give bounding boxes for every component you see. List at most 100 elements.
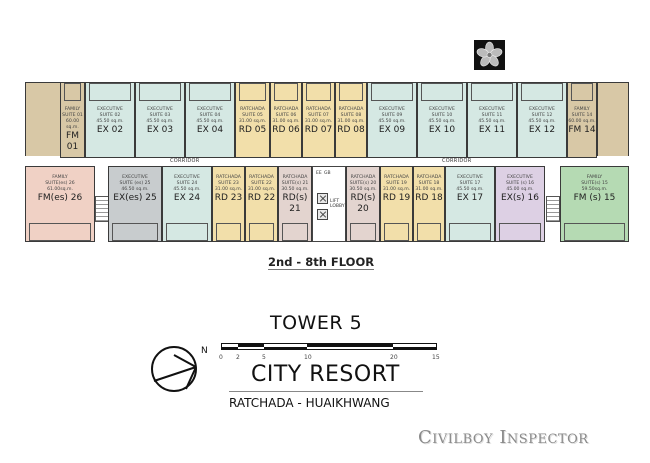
unit-rd-19: RATCHADA SUITE 19 31.00 sq.m. RD 19 [380, 166, 413, 242]
unit-type: RATCHADA [240, 107, 265, 112]
bathroom [571, 83, 593, 101]
unit-suite: SUITE 14 [571, 113, 593, 118]
unit-ex-12: EXECUTIVE SUITE 12 45.50 sq.m. EX 12 [517, 82, 567, 158]
unit-type: EXECUTIVE [457, 175, 483, 180]
unit-code: EX(s) 16 [501, 193, 539, 203]
scale-tick: 20 [390, 354, 398, 361]
unit-suite: SUITE 11 [481, 113, 503, 118]
stairs-right [546, 196, 560, 222]
bathroom [564, 223, 625, 241]
unit-code: EX 09 [378, 125, 406, 135]
bathroom [499, 223, 541, 241]
unit-area: 45.50 sq.m. [456, 187, 484, 192]
flower-logo [474, 40, 505, 70]
unit-type: RATCHADA [384, 175, 409, 180]
ee-room-label: EE [316, 171, 322, 176]
bathroom [384, 223, 409, 241]
bathroom [29, 223, 91, 241]
unit-code: RD 08 [337, 125, 365, 135]
unit-type: RATCHADA [216, 175, 241, 180]
bathroom [64, 83, 81, 101]
unit-area: 30.50 sq.m. [349, 187, 377, 192]
lift-core: EE GB LIFT LOBBY [312, 166, 346, 242]
project-name: CITY RESORT [251, 362, 400, 387]
scale-tick: 5 [262, 354, 266, 361]
bathroom [166, 223, 208, 241]
unit-area: 45.50 sq.m. [528, 119, 556, 124]
location-label: RATCHADA - HUAIKHWANG [229, 396, 390, 410]
unit-area: 31.00 sq.m. [238, 119, 267, 124]
unit-suite: SUITE(s) 21 [281, 181, 309, 186]
unit-type: FAMILY [64, 107, 81, 112]
bathroom [216, 223, 241, 241]
unit-suite: SUITE 17 [459, 181, 481, 186]
bathroom [139, 83, 181, 101]
unit-code: EX 17 [456, 193, 484, 203]
unit-type: EXECUTIVE [479, 107, 505, 112]
unit-area: 31.00 sq.m. [247, 187, 276, 192]
unit-fm-s-15: FAMILY SUITE(s) 15 59.50sq.m. FM (s) 15 [560, 166, 629, 242]
unit-code: RD 06 [272, 125, 300, 135]
unit-area: 45.50 sq.m. [96, 119, 124, 124]
unit-type: FAMILY [574, 107, 590, 112]
unit-code: FM(es) 26 [37, 193, 83, 203]
unit-area: 45.50 sq.m. [196, 119, 224, 124]
unit-type: EXECUTIVE [97, 107, 123, 112]
unit-rd-22: RATCHADA SUITE 22 31.00 sq.m. RD 22 [245, 166, 278, 242]
left-service-block [25, 82, 61, 158]
unit-ex-04: EXECUTIVE SUITE 04 45.50 sq.m. EX 04 [185, 82, 235, 158]
bathroom [421, 83, 463, 101]
unit-code: RD 23 [214, 193, 243, 203]
unit-ex-es-25: EXECUTIVE SUITE (es) 25 46.50 sq.m. EX(e… [108, 166, 162, 242]
unit-rd-s-20: RATCHADA SUITE(s) 20 30.50 sq.m. RD(s) 2… [346, 166, 380, 242]
unit-type: EXECUTIVE [529, 107, 555, 112]
unit-code: FM (s) 15 [573, 193, 616, 203]
unit-ex-24: EXECUTIVE SUITE 24 45.50 sq.m. EX 24 [162, 166, 212, 242]
unit-type: RATCHADA [273, 107, 299, 112]
unit-code: RD(s) 20 [350, 193, 376, 214]
unit-area: 45.50 sq.m. [378, 119, 406, 124]
unit-suite: SUITE 06 [275, 113, 297, 118]
unit-suite: SUITE 10 [431, 113, 453, 118]
unit-code: RD 18 [415, 193, 443, 203]
unit-type: FAMILY [52, 175, 68, 180]
unit-area: 45.00 sq.m. [506, 187, 534, 192]
unit-rd-08: RATCHADA SUITE 08 31.00 sq.m. RD 08 [335, 82, 367, 158]
lift-lobby-label: LIFT LOBBY [330, 199, 345, 209]
unit-fm-14: FAMILY SUITE 14 60.00 sq.m. FM 14 [567, 82, 597, 158]
unit-area: 31.00 sq.m. [272, 119, 300, 124]
bathroom [239, 83, 266, 101]
unit-type: RATCHADA [416, 175, 442, 180]
bathroom [89, 83, 131, 101]
bathroom [282, 223, 308, 241]
bathroom [417, 223, 441, 241]
unit-area: 31.00 sq.m. [382, 187, 411, 192]
right-service-block [597, 82, 629, 158]
watermark: Civilboy Inspector [418, 427, 589, 448]
unit-area: 30.50 sq.m. [281, 187, 309, 192]
unit-ex-02: EXECUTIVE SUITE 02 45.50 sq.m. EX 02 [85, 82, 135, 158]
unit-rd-s-21: RATCHADA SUITE(s) 21 30.50 sq.m. RD(s) 2… [278, 166, 312, 242]
unit-area: 46.50 sq.m. [121, 187, 149, 192]
unit-area: 60.00 sq.m. [65, 119, 80, 130]
unit-type: FAMILY [586, 175, 603, 180]
unit-area: 59.50sq.m. [581, 187, 608, 192]
unit-area: 31.00 sq.m. [415, 187, 443, 192]
unit-suite: SUITE (es) 25 [119, 181, 151, 186]
unit-suite: SUITE 24 [176, 181, 198, 186]
unit-rd-05: RATCHADA SUITE 05 31.00 sq.m. RD 05 [235, 82, 270, 158]
unit-area: 31.00 sq.m. [337, 119, 365, 124]
unit-area: 31.00 sq.m. [304, 119, 333, 124]
unit-suite: SUITE 08 [340, 113, 362, 118]
corridor-label-left: CORRIDOR [170, 158, 200, 164]
bathroom [339, 83, 363, 101]
unit-ex-11: EXECUTIVE SUITE 11 45.50 sq.m. EX 11 [467, 82, 517, 158]
bathroom [371, 83, 413, 101]
unit-code: EX 04 [196, 125, 224, 135]
unit-suite: SUITE 04 [199, 113, 221, 118]
unit-rd-07: RATCHADA SUITE 07 31.00 sq.m. RD 07 [302, 82, 335, 158]
unit-ex-10: EXECUTIVE SUITE 10 45.50 sq.m. EX 10 [417, 82, 467, 158]
unit-suite: SUITE(s) 20 [349, 181, 377, 186]
unit-code: EX 10 [428, 125, 456, 135]
north-arrow-icon [150, 343, 202, 399]
